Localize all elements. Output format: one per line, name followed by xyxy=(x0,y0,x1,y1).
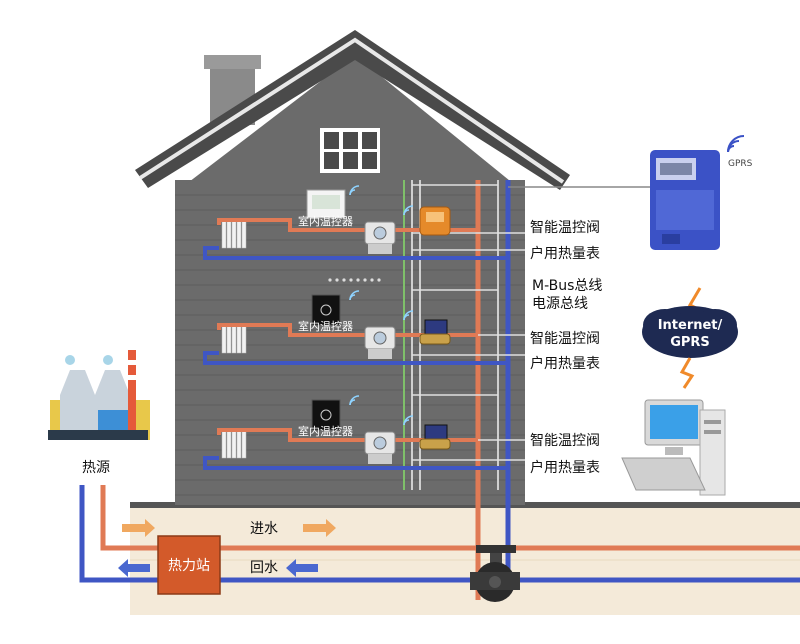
return-arrow-right xyxy=(286,559,318,577)
gprs-label: GPRS xyxy=(728,159,753,169)
floor-3: 室内温控器 xyxy=(203,395,508,470)
floor-return-pipe xyxy=(203,246,508,260)
radiator-icon xyxy=(221,324,247,354)
wifi-signal-icon xyxy=(349,395,360,406)
radiator-fin xyxy=(241,429,247,459)
thermostat-dial xyxy=(320,409,332,421)
radiator-fin xyxy=(241,324,247,354)
thermostat-label: 室内温控器 xyxy=(298,214,353,228)
cloud-text-line-2: GPRS xyxy=(670,335,710,350)
return-main-pipe xyxy=(79,485,800,583)
return-label: 回水 xyxy=(250,560,278,576)
radiator-fin xyxy=(236,429,242,459)
return-arrow-left xyxy=(118,559,150,577)
computer-icon xyxy=(621,399,726,496)
cloud-text-line-1: Internet/ xyxy=(658,318,723,333)
valve-label-3: 智能温控阀 xyxy=(530,433,600,449)
balancing-valve xyxy=(470,545,520,602)
heat-meter-dial xyxy=(373,436,387,450)
meter-label-3: 户用热量表 xyxy=(530,459,600,476)
valve-label-1: 智能温控阀 xyxy=(530,220,600,236)
separator-dots xyxy=(328,278,381,282)
wifi-signal-icon xyxy=(349,290,360,301)
smart-valve-body xyxy=(419,333,451,345)
wifi-signal-icon xyxy=(403,310,414,321)
roof-trim xyxy=(138,37,565,184)
radiator-fin xyxy=(236,324,242,354)
floor-return-pipe xyxy=(203,351,508,365)
valve-label-2: 智能温控阀 xyxy=(530,331,600,347)
data-concentrator xyxy=(650,150,720,250)
heat-meter-base xyxy=(368,454,392,464)
internet-cloud xyxy=(642,287,738,389)
heat-station-label: 热力站 xyxy=(168,558,210,574)
radiator-fin xyxy=(226,219,232,249)
heat-meter-dial xyxy=(373,331,387,345)
wifi-signal-icon xyxy=(403,415,414,426)
window-panes xyxy=(324,132,377,169)
thermostat-label: 室内温控器 xyxy=(298,424,353,438)
floor-2: 室内温控器 xyxy=(203,290,508,365)
smart-valve-body xyxy=(419,438,451,450)
smart-valve-icon xyxy=(424,319,448,335)
floor-return-pipe xyxy=(203,456,508,470)
meter-label-2: 户用热量表 xyxy=(530,355,600,372)
thermostat-icon xyxy=(311,294,341,326)
heat-source-label: 热源 xyxy=(82,460,110,476)
supply-main-pipe xyxy=(100,485,800,551)
heat-meter-base xyxy=(368,244,392,254)
thermostat-icon xyxy=(311,399,341,431)
meter-label-1: 户用热量表 xyxy=(530,245,600,262)
radiator-fin xyxy=(231,219,237,249)
floor-1: 室内温控器 xyxy=(203,185,508,260)
heat-source-factory xyxy=(48,350,150,440)
supply-arrow-left xyxy=(122,519,155,537)
radiator-fin xyxy=(226,324,232,354)
wifi-signal-icon xyxy=(349,185,360,196)
supply-label: 进水 xyxy=(250,521,278,537)
wifi-signal-icon xyxy=(727,135,745,153)
radiator-fin xyxy=(241,219,247,249)
house-gable xyxy=(185,55,515,185)
thermostat-screen xyxy=(312,195,340,209)
radiator-icon xyxy=(221,429,247,459)
radiator-fin xyxy=(221,429,227,459)
thermostat-label: 室内温控器 xyxy=(298,319,353,333)
heat-meter-base xyxy=(368,349,392,359)
heat-station-box xyxy=(157,535,221,595)
smart-valve-display xyxy=(426,212,444,222)
mbus-label: M-Bus总线 xyxy=(532,278,602,294)
floor-supply-pipe xyxy=(217,428,365,442)
supply-arrow-right xyxy=(303,519,336,537)
smart-valve-icon xyxy=(424,424,448,440)
radiator-fin xyxy=(221,324,227,354)
power-bus-label: 电源总线 xyxy=(532,296,588,312)
radiator-icon xyxy=(221,219,247,249)
radiator-fin xyxy=(221,219,227,249)
heat-meter-dial xyxy=(373,226,387,240)
wifi-signal-icon xyxy=(403,205,414,216)
radiator-fin xyxy=(231,429,237,459)
radiator-fin xyxy=(236,219,242,249)
thermostat-dial xyxy=(320,304,332,316)
radiator-fin xyxy=(231,324,237,354)
chimney-cap xyxy=(204,55,261,69)
floor-supply-pipe xyxy=(217,218,365,232)
floor-supply-pipe xyxy=(217,323,365,337)
radiator-fin xyxy=(226,429,232,459)
